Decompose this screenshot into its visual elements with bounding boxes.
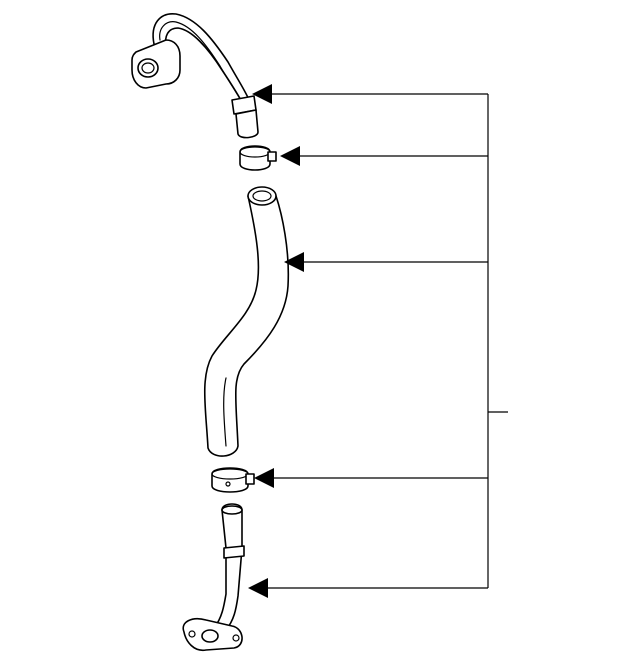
- lower-tube-body: [213, 503, 243, 631]
- hose-upper-opening: [247, 186, 277, 206]
- upper-clamp-body: [239, 145, 271, 171]
- upper-clamp-screw: [267, 151, 277, 162]
- arrowhead-upper-tube: [252, 84, 272, 104]
- lower-clamp-body: [211, 467, 249, 493]
- upper-flange-hole-inner: [141, 62, 155, 74]
- upper-flange-hole: [137, 58, 159, 78]
- lower-tube[interactable]: [182, 503, 245, 652]
- upper-tube[interactable]: [131, 13, 259, 139]
- hose[interactable]: [203, 186, 290, 457]
- hose-contour: [223, 377, 227, 447]
- arrowhead-lower-tube: [248, 578, 268, 598]
- arrowhead-upper-clamp: [280, 146, 300, 166]
- lower-tube-opening: [221, 505, 243, 515]
- arrowhead-hose: [284, 252, 304, 272]
- lower-clamp-screw: [245, 473, 255, 485]
- callout-lines: [248, 84, 508, 598]
- hose-body: [203, 187, 290, 457]
- upper-clamp[interactable]: [239, 145, 277, 171]
- upper-tube-end: [235, 109, 259, 139]
- upper-tube-contour: [159, 21, 242, 101]
- arrowhead-lower-clamp: [254, 468, 274, 488]
- lower-tube-collar: [223, 545, 245, 559]
- lower-flange-port: [201, 629, 219, 643]
- lower-clamp[interactable]: [211, 467, 255, 493]
- hose-upper-opening-inner: [252, 190, 272, 202]
- lower-flange-bolt-hole-left: [188, 630, 196, 638]
- lower-flange-bolt-hole-right: [232, 634, 240, 642]
- lower-clamp-bolt: [225, 481, 231, 487]
